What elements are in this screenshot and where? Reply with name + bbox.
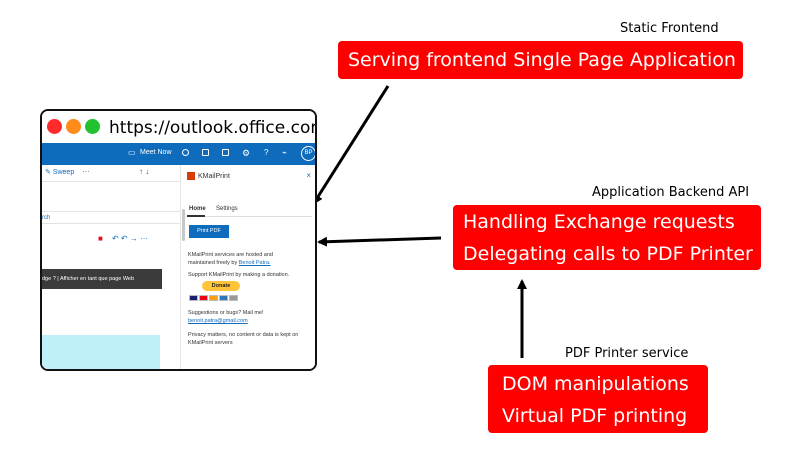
tab-divider: [187, 216, 312, 217]
visa-card-icon: [189, 295, 198, 301]
pdf-printer-box: DOM manipulations Virtual PDF printing: [488, 365, 708, 433]
mail-pane: ✎ Sweep ··· ↑ ↓ rch ■ ↶ ↶ → ··· dge ? | …: [42, 165, 180, 369]
outlook-topbar: ▭ Meet Now ⚙ ? ⌁ BP: [42, 143, 315, 165]
arrow-static-to-addin: [312, 85, 390, 205]
addin-title: KMailPrint: [198, 172, 230, 180]
print-pdf-button[interactable]: Print PDF: [189, 225, 229, 238]
close-dot[interactable]: [47, 119, 62, 134]
tab-active-indicator: [187, 215, 205, 217]
flag-icon[interactable]: ■: [98, 234, 103, 243]
video-icon[interactable]: ▭: [128, 148, 136, 157]
gear-icon[interactable]: ⚙: [242, 148, 251, 158]
amex-card-icon: [219, 295, 228, 301]
tab-home[interactable]: Home: [189, 206, 206, 212]
more-actions[interactable]: ···: [82, 167, 90, 176]
hosted-text: KMailPrint services are hosted and maint…: [188, 251, 310, 267]
email-link[interactable]: benoit.patra@gmail.com: [188, 318, 248, 324]
addin-header: KMailPrint: [187, 172, 230, 180]
browser-window: https://outlook.office.com ▭ Meet Now ⚙ …: [40, 109, 317, 371]
hosted-line-1: KMailPrint services are hosted and: [188, 252, 273, 258]
pdf-printer-caption: PDF Printer service: [565, 346, 689, 361]
scrollbar[interactable]: [182, 209, 185, 241]
calendar-icon[interactable]: [222, 149, 229, 156]
arrow-backend-to-addin: [317, 236, 442, 247]
up-down-nav[interactable]: ↑ ↓: [139, 167, 150, 176]
backend-line-2: Delegating calls to PDF Printer: [463, 243, 753, 265]
office-icon[interactable]: [202, 149, 209, 156]
browser-titlebar: https://outlook.office.com: [42, 111, 315, 145]
static-frontend-box: Serving frontend Single Page Application: [338, 41, 743, 79]
search-fragment: rch: [42, 215, 51, 221]
sweep-button[interactable]: ✎ Sweep: [45, 168, 74, 176]
static-frontend-caption: Static Frontend: [620, 21, 719, 36]
divider: [42, 181, 180, 182]
web-view-link[interactable]: dge ? | Afficher en tant que page Web: [42, 276, 135, 282]
pdf-printer-line-2: Virtual PDF printing: [502, 405, 688, 427]
pdf-printer-line-1: DOM manipulations: [502, 373, 689, 395]
backend-line-1: Handling Exchange requests: [463, 211, 735, 233]
minimize-dot[interactable]: [66, 119, 81, 134]
mastercard-icon: [199, 295, 208, 301]
backend-caption: Application Backend API: [592, 185, 750, 200]
bank-card-icon: [229, 295, 238, 301]
meet-now-button[interactable]: Meet Now: [140, 149, 172, 156]
megaphone-icon[interactable]: ⌁: [282, 148, 287, 157]
kmailprint-logo-icon: [187, 172, 195, 180]
static-frontend-text: Serving frontend Single Page Application: [348, 49, 736, 71]
maestro-card-icon: [209, 295, 218, 301]
privacy-text: Privacy matters, no content or data is k…: [188, 331, 310, 347]
close-icon[interactable]: ×: [306, 171, 311, 180]
skype-icon[interactable]: [182, 149, 189, 156]
sweep-label: Sweep: [52, 169, 75, 176]
privacy-line-1: Privacy matters, no content or data is k…: [188, 332, 299, 338]
privacy-line-2: KMailPrint servers: [188, 340, 233, 346]
donate-button[interactable]: Donate: [202, 281, 240, 291]
message-body-block: [42, 335, 160, 369]
divider: [42, 211, 180, 212]
hosted-line-2: maintained freely by Benoit Patra.: [188, 259, 310, 267]
web-view-banner: dge ? | Afficher en tant que page Web: [42, 269, 162, 289]
suggestions-text: Suggestions or bugs? Mail me! benoit.pat…: [188, 309, 310, 325]
message-actions[interactable]: ↶ ↶ → ···: [112, 234, 149, 243]
sweep-icon: ✎: [45, 169, 53, 176]
tab-settings[interactable]: Settings: [216, 206, 238, 212]
divider: [42, 223, 180, 224]
kmailprint-addin: KMailPrint × Home Settings Print PDF KMa…: [180, 165, 315, 369]
maximize-dot[interactable]: [85, 119, 100, 134]
help-icon[interactable]: ?: [264, 148, 269, 157]
address-bar-url[interactable]: https://outlook.office.com: [109, 118, 317, 138]
suggestions-line: Suggestions or bugs? Mail me!: [188, 310, 264, 316]
payment-cards: [189, 295, 239, 303]
hosted-line-2-text: maintained freely by: [188, 260, 238, 266]
avatar[interactable]: BP: [301, 146, 315, 161]
backend-box: Handling Exchange requests Delegating ca…: [453, 205, 761, 270]
author-link[interactable]: Benoit Patra.: [238, 260, 271, 266]
support-text: Support KMailPrint by making a donation.: [188, 272, 290, 278]
